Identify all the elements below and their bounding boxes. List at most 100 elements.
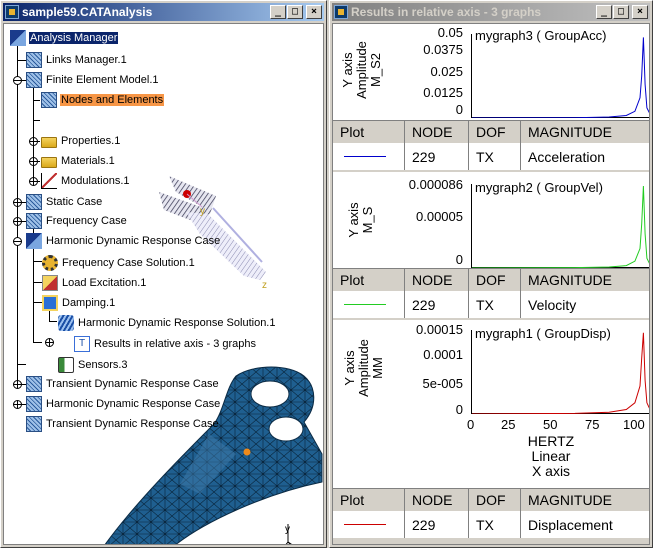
- series-line: [472, 332, 649, 414]
- tree-node-harmonic-dynamic-response-solution[interactable]: Harmonic Dynamic Response Solution.1: [58, 315, 276, 331]
- sensor-icon: [58, 357, 74, 373]
- plot-color-swatch: [333, 511, 405, 538]
- x-tick-label: 25: [501, 417, 516, 432]
- analysis-window: sample59.CATAnalysis _ □ ×: [0, 0, 327, 548]
- tree-node-links-manager[interactable]: Links Manager.1: [26, 52, 128, 68]
- solution-wave-icon: [58, 315, 74, 331]
- graphs-window-titlebar[interactable]: Results in relative axis - 3 graphs _ □ …: [332, 3, 650, 21]
- cell-magnitude: Displacement: [528, 516, 613, 533]
- graphs-client: Y axis Amplitude M_S2 0.05 0.0375 0.025 …: [332, 23, 650, 545]
- graph-sensor-icon: T: [74, 336, 90, 352]
- finite-element-model-icon: [26, 72, 42, 88]
- load-excitation-icon: [42, 275, 58, 291]
- maximize-button[interactable]: □: [613, 5, 629, 19]
- header-magnitude: MAGNITUDE: [528, 492, 612, 508]
- y-tick-label: 0.05: [437, 25, 463, 40]
- transient-case-icon: [26, 416, 42, 432]
- y-tick-label: 0: [455, 252, 463, 267]
- axis-triad-icon: [285, 524, 292, 544]
- mesh-part: [104, 366, 323, 544]
- header-dof: DOF: [469, 269, 521, 291]
- y-tick-label: 0.000086: [408, 177, 463, 192]
- geometry-viewport[interactable]: y z: [3, 23, 324, 545]
- table-row[interactable]: 229 TX Displacement: [333, 511, 649, 538]
- y-tick-label: 5e-005: [422, 376, 463, 391]
- close-button[interactable]: ×: [306, 5, 322, 19]
- graph-legend-table: Plot NODE DOF MAGNITUDE 229 TX Displacem…: [333, 488, 649, 538]
- cell-node: 229: [405, 143, 469, 170]
- header-magnitude: MAGNITUDE: [528, 272, 612, 288]
- modulation-curve-icon: [41, 173, 57, 189]
- graph-displacement: Y axis Amplitude MM 0.00015 0.0001 5e-00…: [333, 320, 649, 488]
- folder-icon: [41, 137, 57, 148]
- tree-node-static-case[interactable]: Static Case: [26, 194, 103, 210]
- graph-title: mygraph2 ( GroupVel): [475, 180, 603, 195]
- tree-node-transient-dynamic-response-case-1[interactable]: Transient Dynamic Response Case: [26, 376, 220, 392]
- corner-triad-y-label: y: [285, 524, 290, 535]
- header-dof: DOF: [469, 489, 521, 511]
- header-node: NODE: [405, 489, 469, 511]
- x-tick-label: 100: [623, 417, 645, 432]
- folder-icon: [41, 157, 57, 168]
- header-dof: DOF: [469, 121, 521, 143]
- frequency-case-icon: [26, 213, 42, 229]
- transient-case-icon: [26, 376, 42, 392]
- plot-area[interactable]: [471, 34, 650, 118]
- plot-area[interactable]: [471, 184, 650, 268]
- y-tick-label: 0.0125: [423, 85, 463, 100]
- triad-y-label: y: [200, 206, 205, 217]
- graph-title: mygraph3 ( GroupAcc): [475, 28, 607, 43]
- plot-area[interactable]: [471, 330, 650, 414]
- tree-node-transient-dynamic-response-case-2[interactable]: Transient Dynamic Response Case: [26, 416, 220, 432]
- table-row[interactable]: 229 TX Velocity: [333, 291, 649, 318]
- static-case-icon: [26, 194, 42, 210]
- handle-part: y z: [159, 176, 267, 291]
- tree-node-properties[interactable]: Properties.1: [41, 133, 121, 149]
- graph-legend-table: Plot NODE DOF MAGNITUDE 229 TX Accelerat…: [333, 120, 649, 170]
- cell-node: 229: [405, 511, 469, 538]
- y-axis-label: Y axis Amplitude M_S2: [340, 41, 383, 99]
- tree-node-sensors[interactable]: Sensors.3: [58, 357, 129, 373]
- minimize-button[interactable]: _: [270, 5, 286, 19]
- analysis-manager-icon: [10, 30, 26, 46]
- tree-node-load-excitation[interactable]: Load Excitation.1: [42, 275, 147, 291]
- tree-node-damping[interactable]: Damping.1: [42, 295, 116, 311]
- maximize-button[interactable]: □: [287, 5, 303, 19]
- x-axis-label: HERTZ Linear X axis: [527, 433, 575, 479]
- tree-node-materials[interactable]: Materials.1: [41, 153, 116, 169]
- x-tick-label: 75: [585, 417, 600, 432]
- y-tick-label: 0.025: [430, 64, 463, 79]
- series-line: [472, 37, 649, 118]
- tree-node-frequency-case-solution[interactable]: Frequency Case Solution.1: [42, 255, 196, 271]
- y-axis-label: Y axis M_S: [346, 202, 375, 238]
- analysis-window-titlebar[interactable]: sample59.CATAnalysis _ □ ×: [3, 3, 324, 21]
- tree-node-results-graphs[interactable]: T Results in relative axis - 3 graphs: [74, 336, 257, 352]
- catia-app-icon: [5, 5, 19, 19]
- close-button[interactable]: ×: [632, 5, 648, 19]
- y-tick-label: 0.00005: [416, 209, 463, 224]
- cell-magnitude: Velocity: [528, 296, 577, 313]
- tree-node-finite-element-model[interactable]: Finite Element Model.1: [26, 72, 160, 88]
- links-manager-icon: [26, 52, 42, 68]
- tree-node-nodes-and-elements[interactable]: Nodes and Elements: [41, 92, 165, 108]
- graph-acceleration: Y axis Amplitude M_S2 0.05 0.0375 0.025 …: [333, 24, 649, 120]
- tree-node-harmonic-dynamic-response-case[interactable]: Harmonic Dynamic Response Case: [26, 233, 221, 249]
- header-node: NODE: [405, 269, 469, 291]
- tree-node-modulations[interactable]: Modulations.1: [41, 173, 131, 189]
- cell-dof: TX: [469, 511, 521, 538]
- catia-app-icon: [334, 5, 348, 19]
- table-row[interactable]: 229 TX Acceleration: [333, 143, 649, 170]
- tree-node-analysis-manager[interactable]: Analysis Manager: [10, 30, 119, 46]
- cell-node: 229: [405, 291, 469, 318]
- tree-node-harmonic-dynamic-response-case-2[interactable]: Harmonic Dynamic Response Case: [26, 396, 221, 412]
- header-plot: Plot: [333, 489, 405, 511]
- harmonic-case-icon: [26, 233, 42, 249]
- harmonic-case-icon: [26, 396, 42, 412]
- damping-icon: [42, 295, 58, 311]
- cell-dof: TX: [469, 291, 521, 318]
- graph-legend-table: Plot NODE DOF MAGNITUDE 229 TX Velocity: [333, 268, 649, 318]
- y-axis-label: Y axis Amplitude MM: [342, 339, 385, 397]
- graphs-window-title: Results in relative axis - 3 graphs: [351, 5, 542, 19]
- minimize-button[interactable]: _: [596, 5, 612, 19]
- tree-node-frequency-case[interactable]: Frequency Case: [26, 213, 128, 229]
